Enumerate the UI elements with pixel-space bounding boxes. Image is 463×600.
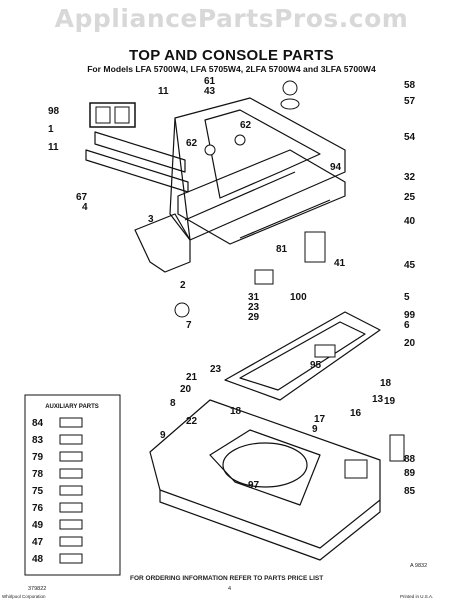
callout-11: 11 bbox=[158, 86, 169, 97]
callout-8: 8 bbox=[170, 398, 176, 409]
aux-part-49-icon bbox=[59, 519, 83, 530]
aux-part-75-icon bbox=[59, 485, 83, 496]
callout-89: 89 bbox=[404, 468, 416, 479]
aux-part-47-icon bbox=[59, 536, 83, 547]
callout-54: 54 bbox=[404, 132, 416, 143]
callout-17: 17 bbox=[314, 414, 326, 425]
aux-part-83-icon bbox=[59, 434, 83, 445]
callout-16: 16 bbox=[350, 408, 362, 419]
footer-page: 4 bbox=[228, 586, 232, 592]
auxiliary-parts-list: 84 83 79 78 75 76 49 47 48 bbox=[32, 417, 83, 565]
callout-32: 32 bbox=[404, 172, 416, 183]
callout-45: 45 bbox=[404, 260, 416, 271]
console-back-panel bbox=[94, 131, 186, 173]
callout-23: 23 bbox=[210, 364, 222, 375]
callout-41: 41 bbox=[334, 258, 346, 269]
aux-part-48-icon bbox=[59, 553, 83, 564]
aux-part-84: 84 bbox=[32, 418, 44, 429]
callout-18: 18 bbox=[380, 378, 392, 389]
aux-part-49: 49 bbox=[32, 520, 44, 531]
callout-9: 9 bbox=[312, 424, 318, 435]
callout-23: 23 bbox=[248, 302, 260, 313]
aux-part-78: 78 bbox=[32, 469, 44, 480]
callout-57: 57 bbox=[404, 96, 416, 107]
footer-corner-right: Printed in U.S.A. bbox=[400, 594, 434, 599]
auxiliary-parts-title: AUXILIARY PARTS bbox=[45, 404, 99, 410]
callout-99: 99 bbox=[404, 310, 416, 321]
aux-part-48: 48 bbox=[32, 554, 44, 565]
console-end-cap bbox=[134, 213, 191, 273]
callout-40: 40 bbox=[404, 216, 416, 227]
footer-instruction: FOR ORDERING INFORMATION REFER TO PARTS … bbox=[130, 575, 324, 582]
callout-31: 31 bbox=[248, 292, 260, 303]
control-panel bbox=[177, 149, 346, 245]
callout-22: 22 bbox=[186, 416, 198, 427]
callout-2: 2 bbox=[180, 280, 186, 291]
figure-code: A 9832 bbox=[410, 563, 428, 569]
callout-94: 94 bbox=[330, 162, 342, 173]
aux-part-76: 76 bbox=[32, 503, 44, 514]
callout-25: 25 bbox=[404, 192, 416, 203]
callout-1: 1 bbox=[48, 124, 54, 135]
auxiliary-parts-box bbox=[24, 394, 121, 576]
callout-11: 11 bbox=[48, 142, 59, 153]
footer-corner-left: Whirlpool Corporation bbox=[2, 594, 46, 599]
callout-98: 98 bbox=[48, 106, 60, 117]
callout-62: 62 bbox=[186, 138, 198, 149]
callout-95: 95 bbox=[310, 360, 322, 371]
callout-19: 19 bbox=[384, 396, 396, 407]
callout-29: 29 bbox=[248, 312, 260, 323]
callout-9: 9 bbox=[160, 430, 166, 441]
callout-85: 85 bbox=[404, 486, 416, 497]
aux-part-76-icon bbox=[59, 502, 83, 513]
callout-97: 97 bbox=[248, 480, 260, 491]
aux-part-79: 79 bbox=[32, 452, 44, 463]
callout-58: 58 bbox=[404, 80, 416, 91]
callout-67: 67 bbox=[76, 192, 88, 203]
aux-part-47: 47 bbox=[32, 537, 44, 548]
callout-61: 61 bbox=[204, 76, 216, 87]
callout-88: 88 bbox=[404, 454, 416, 465]
diagram-title: TOP AND CONSOLE PARTS bbox=[129, 47, 334, 64]
callout-21: 21 bbox=[186, 372, 198, 383]
footer-left-code: 379822 bbox=[28, 586, 47, 592]
aux-part-83: 83 bbox=[32, 435, 44, 446]
washer-lid bbox=[224, 311, 381, 401]
aux-part-84-icon bbox=[59, 417, 83, 428]
callout-7: 7 bbox=[186, 320, 192, 331]
knob-58-icon bbox=[282, 80, 298, 96]
aux-part-79-icon bbox=[59, 451, 83, 462]
watermark: AppliancePartsPros.com bbox=[54, 4, 409, 33]
callout-81: 81 bbox=[276, 244, 288, 255]
aux-part-78-icon bbox=[59, 468, 83, 479]
callout-6: 6 bbox=[404, 320, 410, 331]
callout-18: 18 bbox=[230, 406, 242, 417]
knob-57-icon bbox=[280, 98, 300, 110]
console-body bbox=[169, 97, 346, 241]
callout-20: 20 bbox=[404, 338, 416, 349]
callout-5: 5 bbox=[404, 292, 410, 303]
callout-13: 13 bbox=[372, 394, 384, 405]
aux-part-75: 75 bbox=[32, 486, 44, 497]
callout-100: 100 bbox=[290, 292, 307, 303]
appliance-decal-icon bbox=[89, 102, 136, 128]
callout-4: 4 bbox=[82, 202, 88, 213]
callout-62: 62 bbox=[240, 120, 252, 131]
diagram-subtitle: For Models LFA 5700W4, LFA 5705W4, 2LFA … bbox=[87, 64, 376, 74]
callout-43: 43 bbox=[204, 86, 216, 97]
callout-20: 20 bbox=[180, 384, 192, 395]
callout-3: 3 bbox=[148, 214, 154, 225]
